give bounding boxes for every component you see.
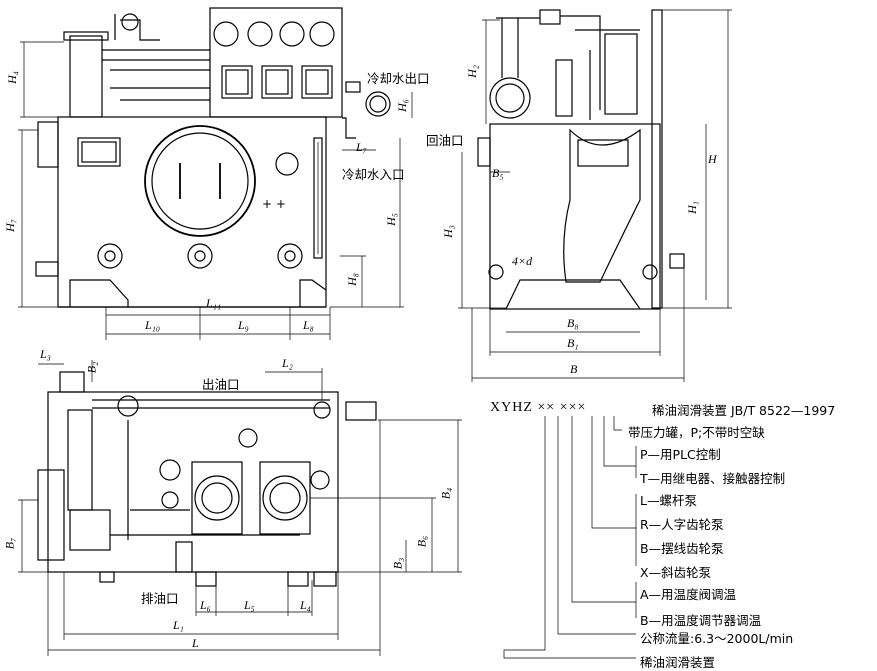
- plan-view: [37, 371, 377, 587]
- dim-B1: B₁: [567, 336, 579, 350]
- dim-L1: L₁: [173, 618, 184, 632]
- legend-line-5: L—螺杆泵: [640, 493, 697, 508]
- plan-tank-outline: [47, 391, 339, 573]
- legend-line-7: B—摆线齿轮泵: [640, 541, 724, 556]
- legend-line-12: 稀油润滑装置: [640, 655, 716, 670]
- label-drain-port: 排油口: [141, 591, 179, 606]
- side-view-dimensions: [458, 9, 732, 382]
- legend-leaders: [503, 416, 637, 659]
- legend-line-10: B—用温度调节器调温: [640, 613, 762, 628]
- label-return-oil-port: 回油口: [426, 133, 464, 148]
- dim-L7: L₇: [356, 140, 367, 154]
- dim-H1: H₁: [684, 201, 699, 214]
- dim-H6: H₆: [394, 99, 409, 112]
- dim-L8: L₈: [303, 318, 314, 332]
- dim-L9: L₉: [238, 318, 249, 332]
- label-holes: 4×d: [512, 254, 533, 268]
- dim-H: H: [708, 152, 717, 166]
- dim-B5: B₅: [492, 166, 504, 180]
- tank-body: [57, 116, 327, 308]
- dim-H5: H₅: [383, 213, 398, 226]
- dim-L5: L₅: [244, 598, 255, 612]
- dim-L6: L₆: [200, 598, 211, 612]
- dim-H8: H₈: [344, 273, 359, 286]
- dim-B2: B₂: [84, 361, 99, 374]
- label-oil-outlet: 出油口: [202, 377, 240, 392]
- pump-panel: [209, 7, 343, 118]
- legend-line-3: P—用PLC控制: [640, 447, 721, 462]
- dim-L10: L₁₀: [145, 318, 161, 332]
- dim-B: B: [570, 362, 578, 376]
- legend-line-4: T—用继电器、接触器控制: [640, 471, 786, 486]
- legend-line-11: 公称流量:6.3～2000L/min: [640, 631, 794, 646]
- dim-B6: B₆: [414, 535, 429, 548]
- dim-B3: B₃: [390, 557, 405, 570]
- legend-line-8: X—斜齿轮泵: [640, 565, 712, 580]
- legend-line-9: A—用温度阀调温: [640, 587, 737, 602]
- plan-view-dimensions: [18, 360, 462, 656]
- legend-line-1: 稀油润滑装置 JB/T 8522—1997: [652, 403, 836, 418]
- round-cover: [144, 125, 256, 237]
- side-view: [477, 9, 685, 310]
- label-cooling-water-inlet: 冷却水入口: [342, 167, 405, 182]
- dim-H7: H₇: [2, 219, 17, 232]
- legend-line-2: 带压力罐，P;不带时空缺: [628, 425, 765, 440]
- legend-line-6: R—人字齿轮泵: [640, 517, 724, 532]
- label-cooling-water-outlet: 冷却水出口: [367, 71, 430, 86]
- dim-H4: H₄: [4, 71, 19, 84]
- dim-L2: L₂: [282, 356, 293, 370]
- side-tank-body: [489, 123, 661, 310]
- svg-text:+ +: + +: [262, 197, 286, 211]
- dim-L11: L₁₁: [206, 296, 222, 310]
- dim-H2: H₂: [464, 65, 479, 78]
- dim-B8: B₈: [567, 316, 579, 330]
- model-code: XYHZ ×× ×××: [490, 400, 587, 415]
- dim-H3: H₃: [440, 225, 455, 238]
- dim-B4: B₄: [438, 487, 453, 500]
- dim-B7: B₇: [2, 537, 17, 550]
- dim-L: L: [192, 636, 199, 650]
- dim-L3: L₃: [40, 347, 51, 361]
- tank-base: [69, 279, 327, 307]
- front-view: + +: [35, 7, 391, 308]
- dim-L4: L₄: [300, 598, 311, 612]
- front-view-dimensions: [18, 41, 413, 340]
